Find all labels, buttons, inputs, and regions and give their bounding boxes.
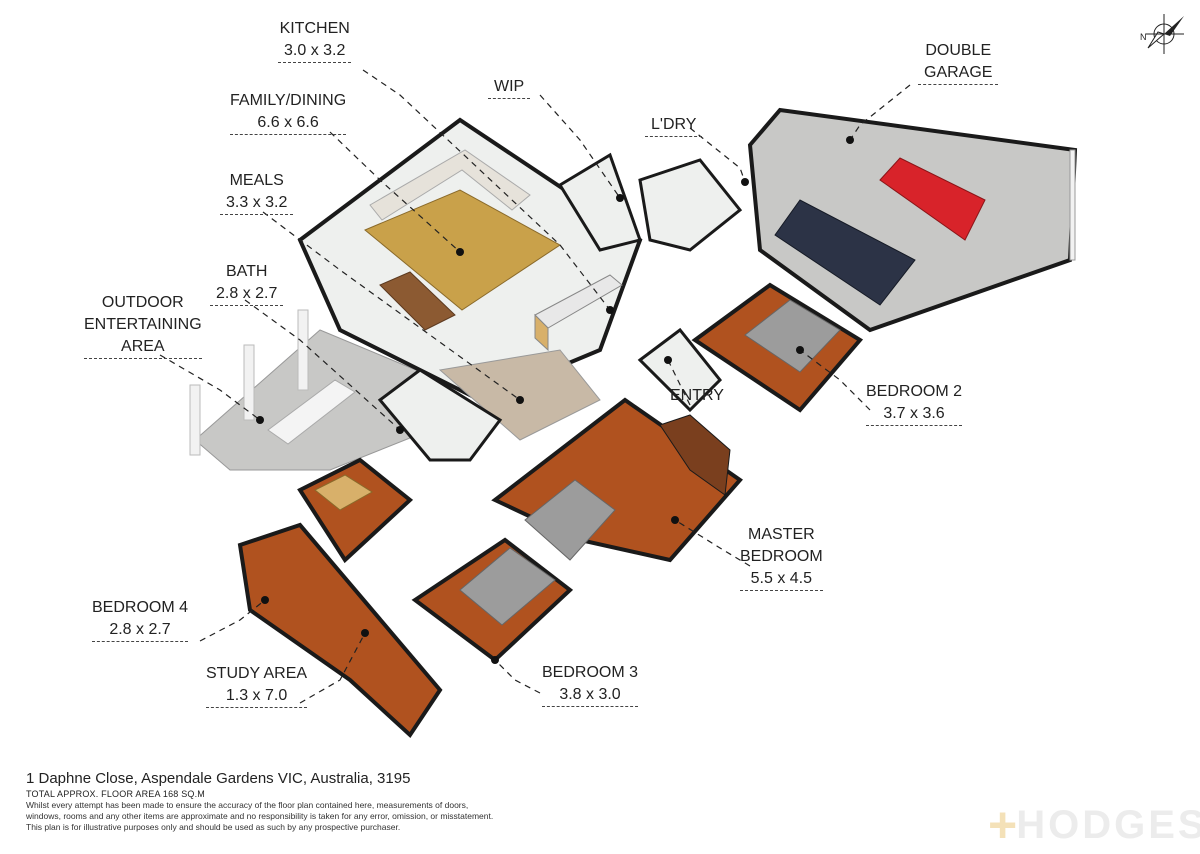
study-desk (314, 474, 373, 511)
laundry-floor (638, 158, 743, 252)
room-name: WIP (488, 76, 531, 99)
wip-floor (557, 152, 642, 252)
sofa (369, 149, 531, 221)
master-bed (524, 479, 616, 561)
brand-name: HODGES (1016, 802, 1200, 847)
label-laundry: L'DRY (645, 114, 703, 137)
disclaimer-line: windows, rooms and any other items are a… (26, 811, 494, 821)
room-name-line-3: AREA (84, 336, 202, 359)
room-name-line-1: DOUBLE (925, 42, 992, 59)
pergola-post (297, 309, 309, 391)
brand-plus-icon: + (988, 797, 1021, 853)
hodges-logo: + HODGES (988, 796, 1200, 854)
room-name-line-1: OUTDOOR (101, 294, 184, 311)
bedroom-2-bed (744, 299, 841, 373)
room-dimension: 1.3 x 7.0 (206, 685, 308, 708)
garage-door (1069, 149, 1076, 261)
room-name: MEALS (229, 172, 284, 189)
room-name-line-2: GARAGE (918, 62, 999, 85)
room-dimension: 5.5 x 4.5 (740, 568, 823, 591)
label-outdoor-entertaining: OUTDOOR ENTERTAINING AREA (84, 292, 202, 359)
label-wip: WIP (488, 76, 531, 99)
label-study-area: STUDY AREA 1.3 x 7.0 (206, 663, 308, 708)
room-name: BEDROOM 3 (542, 664, 639, 681)
bedroom-4-floor (237, 522, 443, 739)
entry-floor (637, 327, 723, 413)
label-master-bedroom: MASTER BEDROOM 5.5 x 4.5 (740, 524, 823, 591)
label-bath: BATH 2.8 x 2.7 (210, 261, 284, 306)
kitchen-island-side (534, 313, 549, 352)
room-dimension: 3.7 x 3.6 (866, 403, 963, 426)
compass-north-label: N (1140, 32, 1147, 42)
room-markers (256, 136, 854, 664)
pergola-post (243, 344, 255, 421)
dining-table (379, 271, 456, 331)
room-dimension: 2.8 x 2.7 (210, 283, 284, 306)
disclaimer-line: Whilst every attempt has been made to en… (26, 800, 469, 810)
room-dimension: 3.8 x 3.0 (542, 684, 639, 707)
outdoor-table (267, 379, 356, 445)
room-dimension: 2.8 x 2.7 (92, 619, 189, 642)
room-name: FAMILY/DINING (230, 92, 347, 109)
label-kitchen: KITCHEN 3.0 x 3.2 (278, 18, 352, 63)
disclaimer-line: This plan is for illustrative purposes o… (26, 822, 401, 832)
bedroom-3-bed (459, 547, 556, 626)
room-name: BATH (225, 263, 268, 280)
room-name: BEDROOM 4 (92, 599, 189, 616)
label-bedroom-3: BEDROOM 3 3.8 x 3.0 (542, 662, 639, 707)
room-name-line-2: ENTERTAINING (84, 316, 202, 333)
label-bedroom-4: BEDROOM 4 2.8 x 2.7 (92, 597, 189, 642)
room-name-line-1: MASTER (748, 526, 815, 543)
room-name: L'DRY (645, 114, 703, 137)
bath-floor (377, 368, 503, 462)
room-name: KITCHEN (279, 20, 350, 37)
pergola-post (189, 384, 201, 456)
room-name-line-2: BEDROOM (740, 548, 823, 565)
label-entry: ENTRY (670, 385, 724, 407)
label-bedroom-2: BEDROOM 2 3.7 x 3.6 (866, 381, 963, 426)
total-floor-area: TOTAL APPROX. FLOOR AREA 168 SQ.M (26, 789, 205, 799)
label-meals: MEALS 3.3 x 3.2 (220, 170, 294, 215)
room-dimension: 6.6 x 6.6 (230, 112, 347, 135)
plan-footer: 1 Daphne Close, Aspendale Gardens VIC, A… (26, 770, 493, 833)
navy-suv (774, 199, 916, 306)
label-double-garage: DOUBLE GARAGE (918, 40, 999, 85)
room-dimension: 3.3 x 3.2 (220, 192, 294, 215)
red-car (879, 157, 986, 241)
compass-icon (1146, 14, 1184, 54)
master-wardrobe (659, 414, 731, 496)
room-name: BEDROOM 2 (866, 383, 963, 400)
leader-lines (159, 69, 911, 704)
room-name: ENTRY (670, 387, 724, 404)
room-dimension: 3.0 x 3.2 (278, 40, 352, 63)
property-address: 1 Daphne Close, Aspendale Gardens VIC, A… (26, 770, 411, 787)
room-name: STUDY AREA (206, 665, 308, 682)
label-family-dining: FAMILY/DINING 6.6 x 6.6 (230, 90, 347, 135)
